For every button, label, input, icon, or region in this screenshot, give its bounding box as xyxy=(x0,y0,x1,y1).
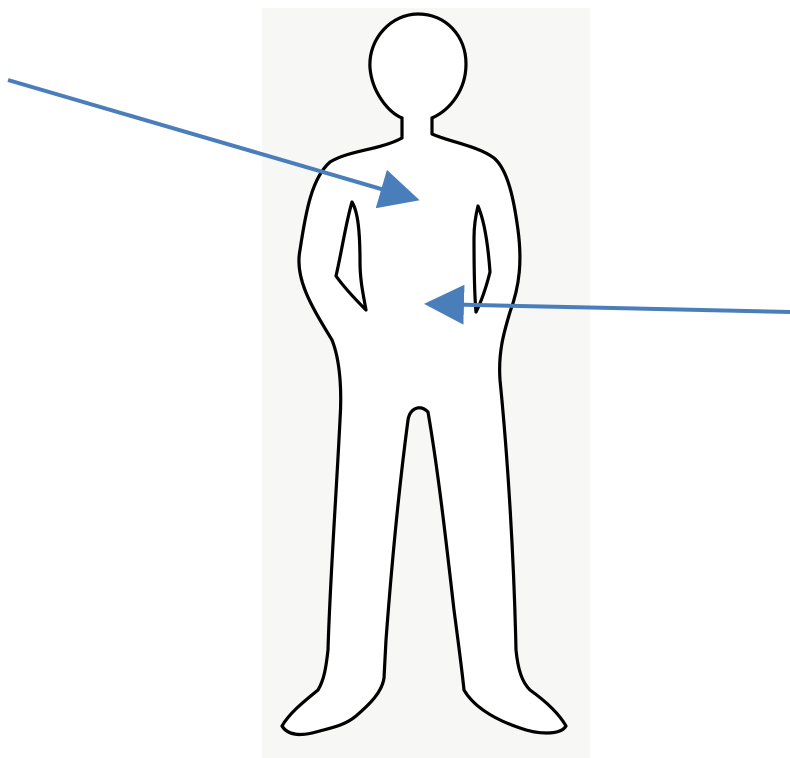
head-outline xyxy=(370,14,466,118)
